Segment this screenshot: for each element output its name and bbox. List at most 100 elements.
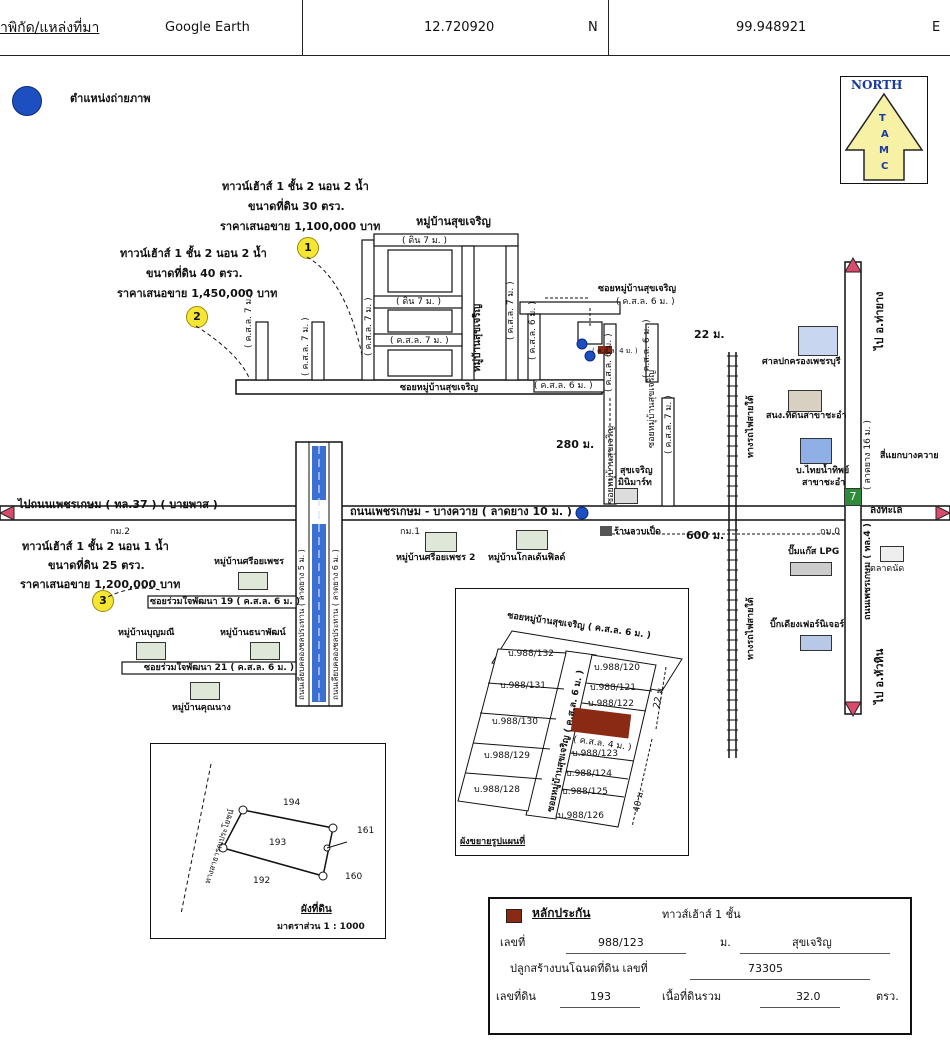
restaurant-icon — [600, 526, 612, 536]
land-no-label: เลขที่ดิน — [496, 990, 536, 1003]
label-canal-road-b: ถนนเลียบคลองชลประทาน ( ลาดยาง 6 ม. ) — [331, 549, 340, 700]
label-dirt-7m-b: ( ดิน 7 ม. ) — [396, 297, 441, 307]
detail-plot-131: บ.988/131 — [500, 681, 546, 691]
label-rail-top: ทางรถไฟสายใต้ — [746, 395, 756, 458]
label-village-thanapat: หมู่บ้านธนาพัฒน์ — [220, 628, 286, 638]
deed-no-value: 73305 — [748, 962, 783, 975]
site-plan-scale: มาตราส่วน 1 : 1000 — [277, 922, 365, 932]
label-canal-road-a: ถนนเลียบคลองชลประทาน ( ลาดยาง 5 ม. ) — [297, 549, 306, 700]
label-kor-7m-c: ( ค.ส.ล. 7 ม. ) — [301, 317, 311, 376]
label-kor-7m-f: ( ค.ส.ล. 7 ม. ) — [664, 395, 674, 454]
label-kor-6m-a: ( ค.ส.ล. 6 ม. ) — [528, 301, 538, 360]
label-village-srioy: หมู่บ้านศรีอยเพชร — [214, 557, 284, 567]
court-building-icon — [798, 326, 838, 356]
label-kor-6m-c: ( ค.ส.ล. 6 ม. ) — [534, 381, 593, 391]
land-no-underline — [560, 1007, 640, 1008]
collateral-type: ทาวส์เฮ้าส์ 1 ชั้น — [662, 908, 741, 921]
longitude-cell: 99.948921 E — [608, 0, 950, 55]
area-value: 32.0 — [796, 990, 821, 1003]
site-parcel-193: 193 — [269, 838, 287, 848]
furniture-store-icon — [800, 635, 832, 651]
label-kor-7m-e: ( ค.ส.ล. 7 ม. ) — [506, 281, 516, 340]
north-title: NORTH — [851, 78, 903, 92]
detail-plan: ซอยหมู่บ้านสุขเจริญ ( ค.ส.ล. 6 ม. ) ซอยห… — [455, 588, 689, 856]
detail-plot-132: บ.988/132 — [508, 649, 554, 659]
store-icon: 7 — [844, 488, 862, 506]
label-to-hua-hin: ไป อ.หัวหิน — [873, 648, 886, 704]
comparable-2-line-1: ทาวน์เฮ้าส์ 1 ชั้น 2 นอน 2 น้ำ — [120, 247, 267, 260]
label-soi-sukcharoen-top: ซอยหมู่บ้านสุขเจริญ — [598, 284, 677, 294]
village-boonyamanee-icon — [136, 642, 166, 660]
label-land-office: สนง.ที่ดินสาขาชะอำ — [766, 411, 847, 421]
comparable-1-line-3: ราคาเสนอขาย 1,100,000 บาท — [220, 220, 381, 233]
label-soi-sukcharoen-v3: ซอยหมู่บ้านสุขเจริญ — [647, 369, 657, 448]
label-distance-600m: 600 ม. — [686, 529, 725, 542]
comparable-1-line-1: ทาวน์เฮ้าส์ 1 ชั้น 2 นอน 2 น้ำ — [222, 180, 369, 193]
site-parcel-192: 192 — [253, 876, 271, 886]
detail-plot-124: บ.988/124 — [566, 769, 612, 779]
label-village-boonyamanee: หมู่บ้านบุญมณี — [118, 628, 175, 638]
moo-value: สุขเจริญ — [792, 936, 832, 949]
comparable-3-marker: 3 — [92, 590, 114, 612]
village-khunnang-icon — [190, 682, 220, 700]
label-kor-7m-b: ( ค.ส.ล. 7 ม. ) — [244, 289, 254, 348]
label-soi-sukcharoen-main: ซอยหมู่บ้านสุขเจริญ — [400, 383, 479, 393]
label-km2: กม.2 — [110, 527, 130, 537]
label-km1: กม.1 — [400, 527, 420, 537]
comparable-2-line-3: ราคาเสนอขาย 1,450,000 บาท — [117, 287, 278, 300]
north-arrow: NORTH T A M C — [840, 76, 928, 184]
area-underline — [760, 1007, 840, 1008]
detail-plot-125: บ.988/125 — [562, 787, 608, 797]
detail-plot-128: บ.988/128 — [474, 785, 520, 795]
comparable-3-line-2: ขนาดที่ดิน 25 ตรว. — [48, 559, 145, 572]
area-unit: ตรว. — [876, 990, 899, 1003]
label-distance-22m: 22 ม. — [694, 328, 725, 341]
label-furniture: บิ๊กเดียงเฟอร์นิเจอร์ — [770, 620, 845, 630]
label-court: ศาลปกครองเพชรบุรี — [762, 357, 841, 367]
deed-underline — [690, 979, 870, 980]
market-icon — [880, 546, 904, 562]
comparable-2-marker: 2 — [186, 306, 208, 328]
detail-plot-123: บ.988/123 — [572, 749, 618, 759]
label-minimart-2: มินิมาร์ท — [618, 478, 652, 488]
gas-station-icon — [790, 562, 832, 576]
photo-point-icon — [12, 86, 42, 116]
site-parcel-194: 194 — [283, 798, 301, 808]
coordinate-header: าพิกัด/แหล่งที่มา Google Earth 12.720920… — [0, 0, 950, 56]
water-factory-icon — [800, 438, 832, 464]
label-sri-yaek: สี่แยกบางควาย — [880, 451, 939, 461]
land-no-value: 193 — [590, 990, 611, 1003]
longitude-dir: E — [932, 20, 941, 35]
comparable-2-line-2: ขนาดที่ดิน 40 ตรว. — [146, 267, 243, 280]
comparable-1-marker: 1 — [297, 237, 319, 259]
label-kor-7m-d: ( ค.ส.ล. 7 ม. ) — [364, 297, 374, 356]
detail-plot-122: บ.988/122 — [588, 699, 634, 709]
area-label: เนื้อที่ดินรวม — [662, 990, 722, 1003]
comparable-1-line-2: ขนาดที่ดิน 30 ตรว. — [248, 200, 345, 213]
label-minimart-1: สุขเจริญ — [620, 466, 653, 476]
label-kor-7m-a: ( ค.ส.ล. 7 ม. ) — [390, 336, 449, 346]
site-plan-drawing — [180, 763, 348, 915]
site-plan: 194 193 161 160 192 ทางสาธารณประโยชน์ ผั… — [150, 743, 386, 939]
latitude-cell: 12.720920 N — [302, 0, 609, 55]
source-cell: าพิกัด/แหล่งที่มา Google Earth — [0, 0, 303, 55]
legend-photo-label: ตำแหน่งถ่ายภาพ — [70, 92, 151, 105]
detail-plot-130: บ.988/130 — [492, 717, 538, 727]
label-main-road: ถนนเพชรเกษม - บางควาย ( ลาดยาง 10 ม. ) — [350, 505, 572, 518]
village-srioy-icon — [238, 572, 268, 590]
latitude-dir: N — [588, 20, 598, 35]
label-soi-19: ซอยร่วมใจพัฒนา 19 ( ค.ส.ล. 6 ม. ) — [150, 597, 300, 607]
moo-label: ม. — [720, 936, 731, 949]
north-letter-t: T — [879, 113, 886, 124]
label-soi-sukcharoen-vertical: หมู่บ้านสุขเจริญ — [472, 303, 483, 372]
label-to-phetkasem-37: ไปถนนเพชรเกษม ( ทล.37 ) ( บายพาส ) — [18, 498, 218, 511]
label-village-sukcharoen: หมู่บ้านสุขเจริญ — [416, 215, 491, 228]
site-plan-title: ผังที่ดิน — [301, 904, 332, 915]
label-to-tha-yang: ไป อ.ท่ายาง — [873, 291, 886, 350]
house-no-underline — [566, 953, 686, 954]
village-thanapat-icon — [250, 642, 280, 660]
moo-underline — [740, 953, 890, 954]
detail-plot-126: บ.988/126 — [558, 811, 604, 821]
label-thai-water-1: บ.ไทยน้ำทิพย์ — [796, 466, 850, 476]
